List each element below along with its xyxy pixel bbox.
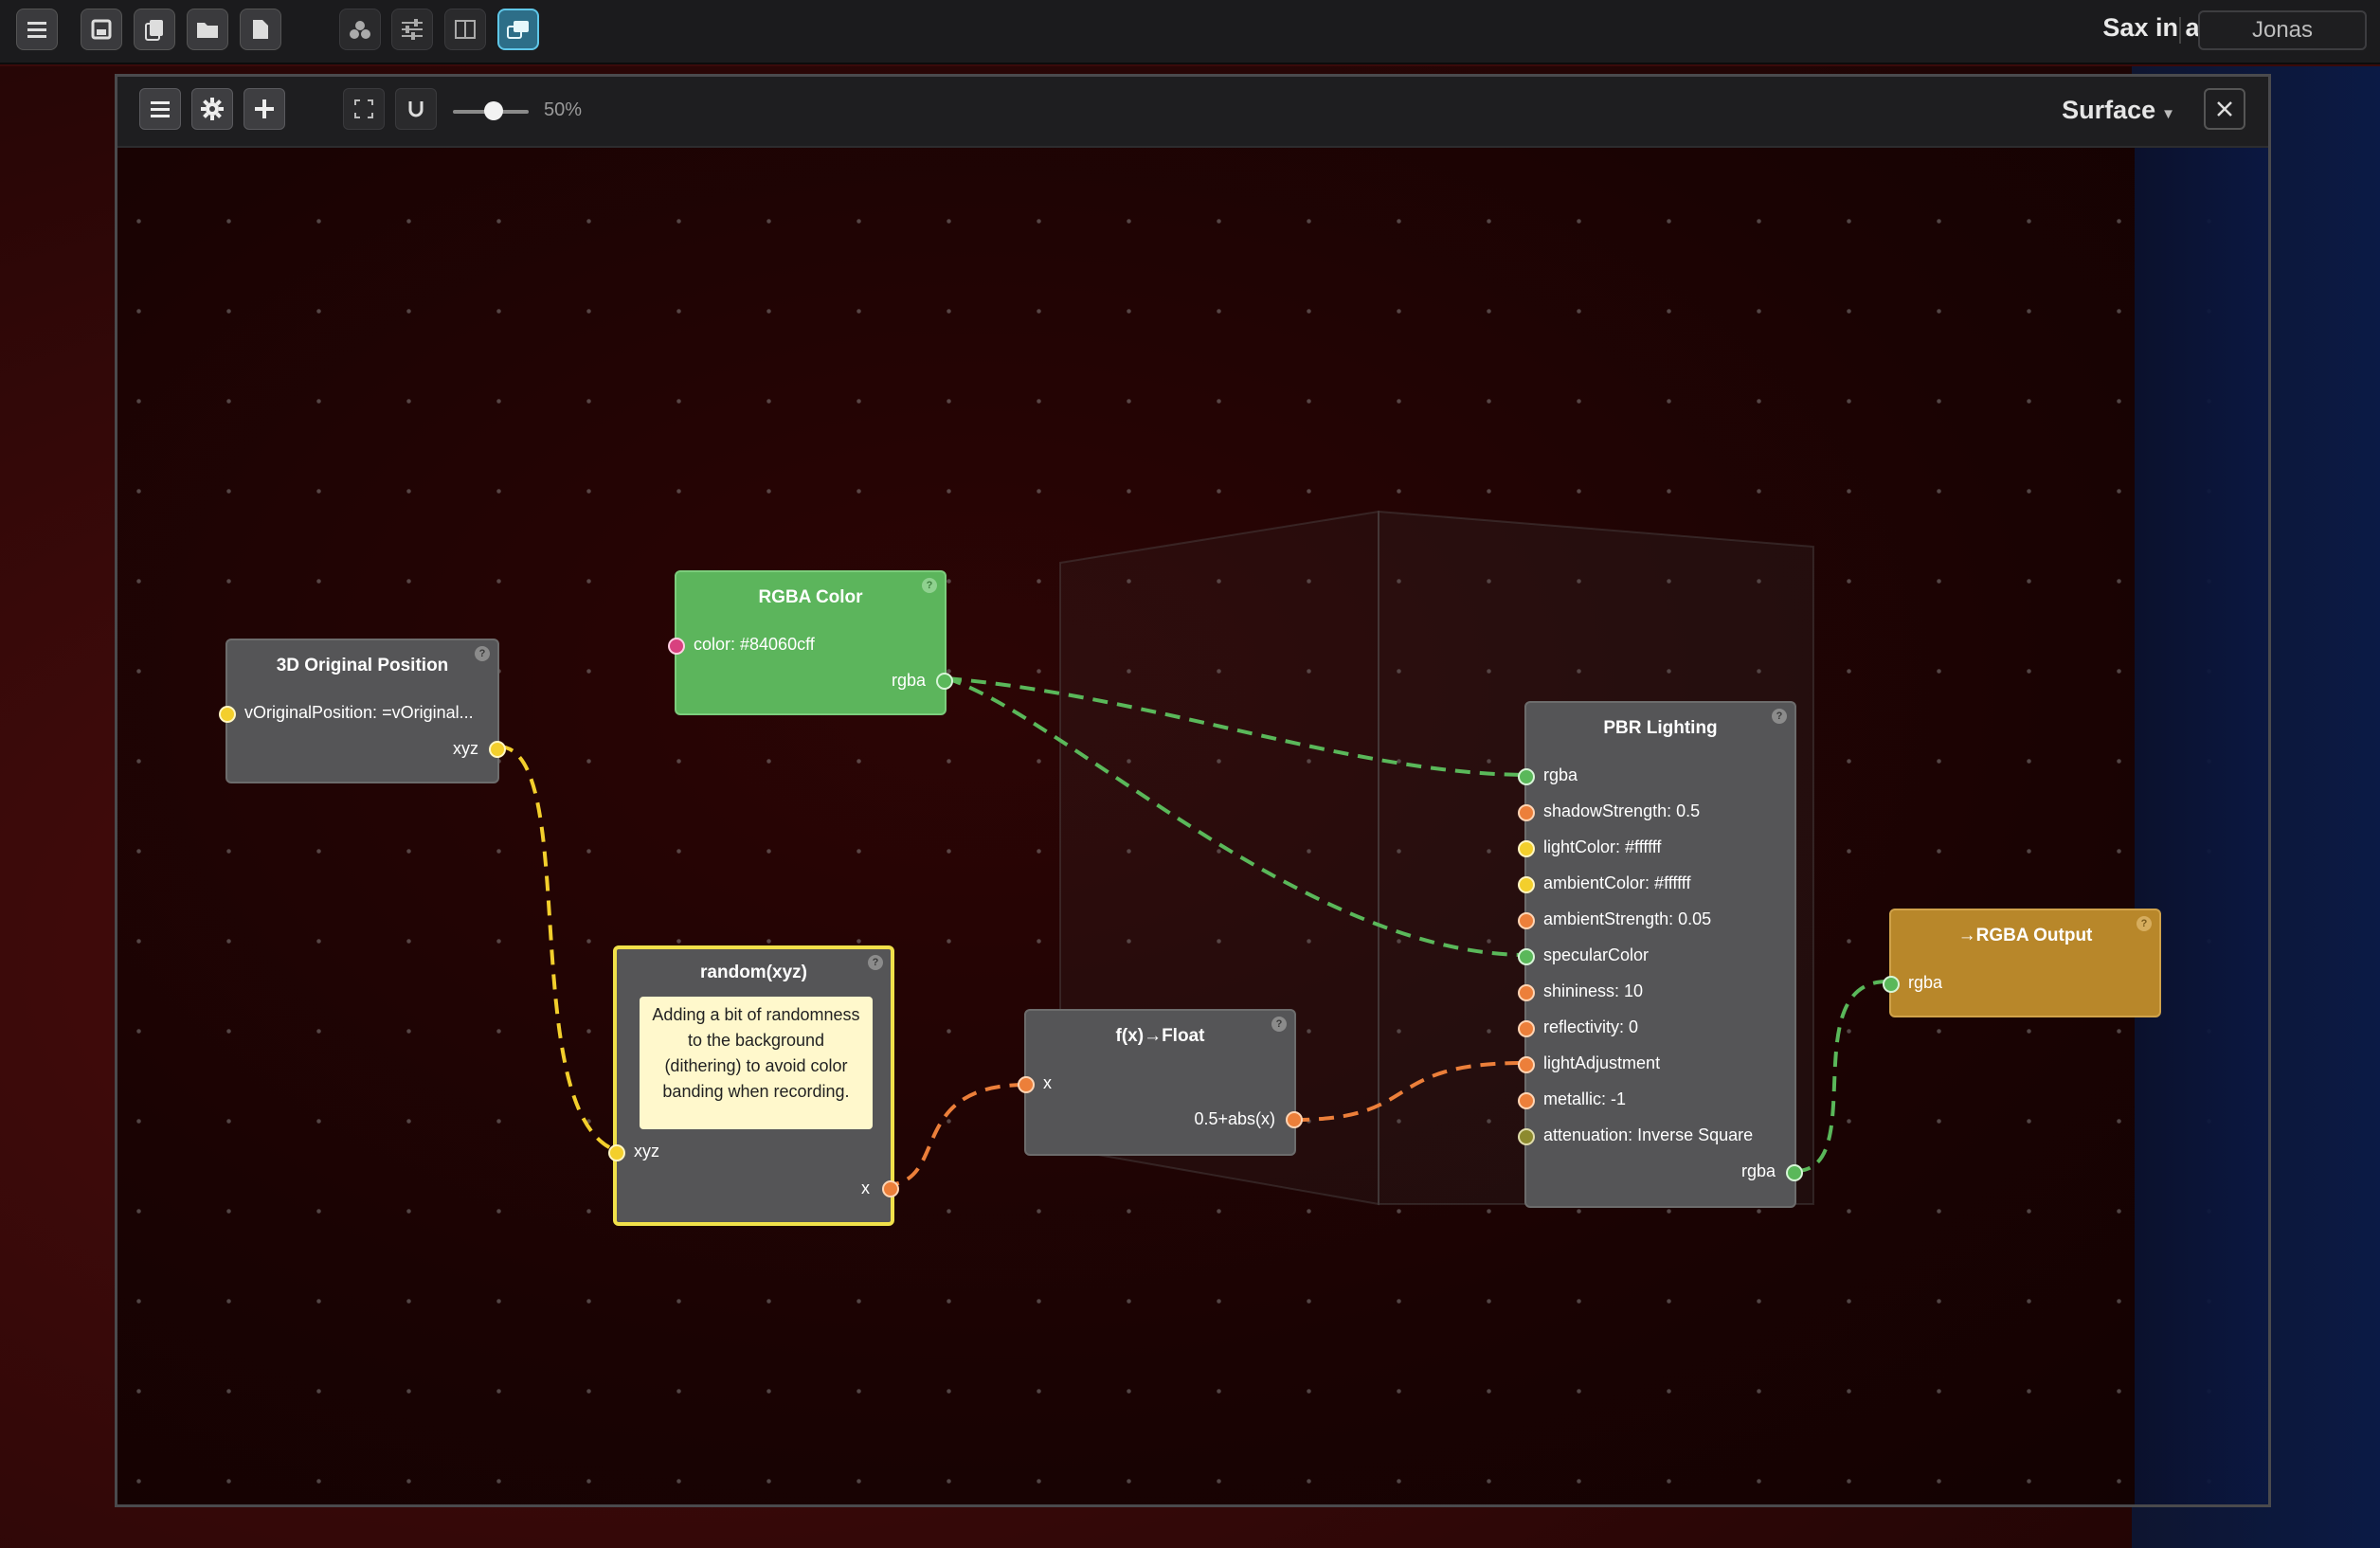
port-label: vOriginalPosition: =vOriginal... — [244, 703, 474, 722]
node-rgba-output[interactable]: →RGBA Output ? rgba — [1883, 909, 2161, 1017]
output-port[interactable] — [1286, 1111, 1303, 1128]
title-separator — [2179, 17, 2181, 44]
port-label: lightColor: #ffffff — [1543, 837, 1662, 856]
node-title: →RGBA Output — [1957, 926, 2093, 945]
port-label: lightAdjustment — [1543, 1053, 1661, 1072]
help-icon[interactable]: ? — [475, 646, 490, 661]
node-original-position[interactable]: 3D Original Position ? vOriginalPosition… — [219, 639, 506, 783]
input-port[interactable] — [608, 1144, 625, 1161]
output-port[interactable] — [936, 673, 953, 690]
port-label: specularColor — [1543, 945, 1650, 964]
port-label: metallic: -1 — [1543, 1089, 1627, 1108]
port-label: reflectivity: 0 — [1543, 1017, 1639, 1036]
input-port-shadow-strength[interactable] — [1518, 804, 1535, 821]
input-port-specular-color[interactable] — [1518, 948, 1535, 965]
output-port[interactable] — [1786, 1164, 1803, 1181]
user-button[interactable]: Jonas — [2198, 10, 2367, 50]
surface-label: Surface — [2062, 96, 2156, 124]
input-port[interactable] — [219, 706, 236, 723]
close-icon[interactable] — [2204, 88, 2245, 130]
scene-objects-icon[interactable] — [339, 9, 381, 50]
fit-view-icon[interactable] — [343, 88, 385, 130]
help-icon[interactable]: ? — [2137, 916, 2152, 931]
help-icon[interactable]: ? — [922, 578, 937, 593]
node-random-xyz[interactable]: random(xyz) ? Adding a bit of randomness… — [608, 945, 899, 1226]
input-port[interactable] — [1018, 1076, 1035, 1093]
input-port-ambient-color[interactable] — [1518, 876, 1535, 893]
input-port-shininess[interactable] — [1518, 984, 1535, 1001]
preview-backdrop — [2135, 148, 2268, 1504]
add-node-icon[interactable] — [243, 88, 285, 130]
canvas-grid — [117, 148, 2268, 1504]
input-port-ambient-strength[interactable] — [1518, 912, 1535, 929]
editor-menu-icon[interactable] — [139, 88, 181, 130]
zoom-level: 50% — [544, 99, 583, 120]
surface-dropdown[interactable]: Surface ▼ — [2062, 96, 2175, 125]
port-label: xyz — [453, 739, 478, 758]
input-port-attenuation[interactable] — [1518, 1128, 1535, 1145]
zoom-slider-knob[interactable] — [484, 101, 503, 120]
node-canvas[interactable]: 3D Original Position ? vOriginalPosition… — [117, 148, 2268, 1504]
output-port[interactable] — [489, 741, 506, 758]
node-comment: Adding a bit of randomness to the backgr… — [640, 997, 873, 1129]
open-folder-icon[interactable] — [187, 9, 228, 50]
menu-icon[interactable] — [16, 9, 58, 50]
port-label: rgba — [1908, 973, 1943, 992]
output-port[interactable] — [882, 1180, 899, 1197]
duplicate-icon[interactable] — [134, 9, 175, 50]
node-editor-window: 50% Surface▼ 3D Original Position ? vO — [115, 74, 2271, 1507]
top-toolbar: Sax in a Box Jonas — [0, 0, 2380, 64]
port-label: shininess: 10 — [1543, 981, 1644, 1000]
input-port[interactable] — [1883, 976, 1900, 993]
input-port-light-color[interactable] — [1518, 840, 1535, 857]
port-label: shadowStrength: 0.5 — [1543, 801, 1701, 820]
help-icon[interactable]: ? — [1772, 709, 1787, 724]
sliders-icon[interactable] — [391, 9, 433, 50]
input-port-reflectivity[interactable] — [1518, 1020, 1535, 1037]
new-file-icon[interactable] — [240, 9, 281, 50]
help-icon[interactable]: ? — [868, 955, 883, 970]
snap-magnet-icon[interactable] — [395, 88, 437, 130]
node-editor-icon[interactable] — [497, 9, 539, 50]
split-view-icon[interactable] — [444, 9, 486, 50]
node-pbr-lighting[interactable]: PBR Lighting ? rgba shadowStrength: 0.5 … — [1518, 701, 1803, 1208]
node-rgba-color[interactable]: RGBA Color ? color: #84060cff rgba — [668, 570, 953, 715]
node-edges — [497, 676, 1888, 1187]
node-title: PBR Lighting — [1603, 718, 1718, 738]
port-label: x — [861, 1179, 870, 1197]
input-port-rgba[interactable] — [1518, 768, 1535, 785]
input-port-metallic[interactable] — [1518, 1092, 1535, 1109]
port-label: xyz — [634, 1142, 659, 1161]
node-float-function[interactable]: f(x)→Float ? x 0.5+abs(x) — [1018, 1009, 1303, 1156]
input-port[interactable] — [668, 638, 685, 655]
port-label: rgba — [1543, 765, 1578, 784]
save-icon[interactable] — [81, 9, 122, 50]
chevron-down-icon: ▼ — [2161, 106, 2175, 122]
port-label: ambientStrength: 0.05 — [1543, 909, 1712, 928]
editor-toolbar: 50% Surface ▼ — [117, 77, 2268, 148]
port-label: 0.5+abs(x) — [1194, 1109, 1275, 1128]
help-icon[interactable]: ? — [1271, 1017, 1287, 1032]
node-title: RGBA Color — [758, 587, 863, 607]
port-label: x — [1043, 1073, 1052, 1092]
port-label: attenuation: Inverse Square — [1543, 1125, 1754, 1144]
node-title: 3D Original Position — [276, 656, 449, 675]
node-title: random(xyz) — [700, 963, 807, 982]
port-label: rgba — [891, 671, 926, 690]
gear-icon[interactable] — [191, 88, 233, 130]
port-label: ambientColor: #ffffff — [1543, 873, 1691, 892]
port-label: rgba — [1740, 1161, 1776, 1180]
input-port-light-adjustment[interactable] — [1518, 1056, 1535, 1073]
node-title: f(x)→Float — [1115, 1026, 1205, 1046]
port-label: color: #84060cff — [694, 635, 815, 654]
